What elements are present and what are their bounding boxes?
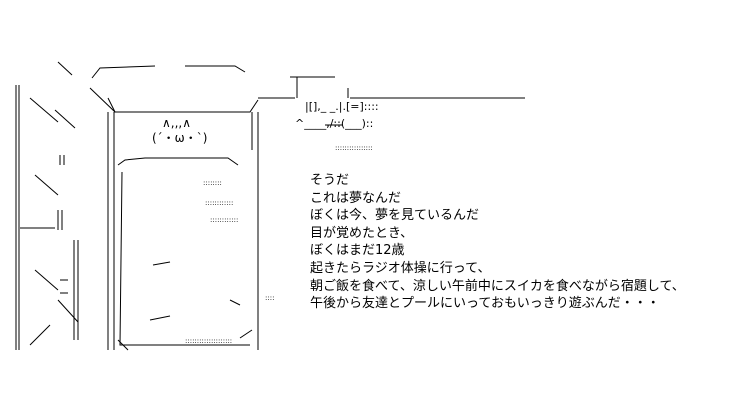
cat-face: (´・ω・`): [152, 131, 208, 145]
shelf-items: ^____,/::(___)::: [295, 117, 374, 130]
svg-text:::::: ::::: [265, 294, 274, 302]
left-wall: [15, 61, 79, 350]
dialogue-line: そうだ: [310, 173, 350, 188]
dialogue-text: そうだ これは夢なんだ ぼくは今、夢を見ているんだ 目が覚めたとき、 ぼくはまだ…: [310, 172, 685, 313]
shelf-sign: |[],_ _.|.[=]::::: [305, 100, 379, 113]
svg-text:::::::::::::: ::::::::::::: [205, 199, 233, 207]
box-frame: [89, 65, 259, 351]
cat-ears: ∧,,,∧: [162, 116, 192, 130]
dialogue-line: これは夢なんだ: [310, 190, 402, 206]
svg-text:::::::::::::::::::::: ::::::::::::::::::::: [185, 337, 232, 345]
svg-text:::::::::::::: ::::::::::::: [210, 216, 238, 224]
dialogue-line: 目が覚めたとき、: [310, 225, 414, 241]
svg-text:::::::::::::::::: ::::::::::::::::: [335, 144, 373, 152]
shelf: [258, 76, 525, 126]
dialogue-line: ぼくは今、夢を見ているんだ: [310, 208, 480, 224]
dialogue-line: 朝ご飯を食べて、涼しい午前中にスイカを食べながら宿題して、: [310, 278, 685, 294]
dialogue-line: 午後から友達とプールにいっておもいっきり遊ぶんだ・・・: [310, 296, 660, 312]
dialogue-line: ぼくはまだ12歳: [310, 243, 405, 259]
dialogue-line: 起きたらラジオ体操に行って、: [310, 260, 491, 276]
svg-text:::::::::: ::::::::: [203, 179, 222, 187]
